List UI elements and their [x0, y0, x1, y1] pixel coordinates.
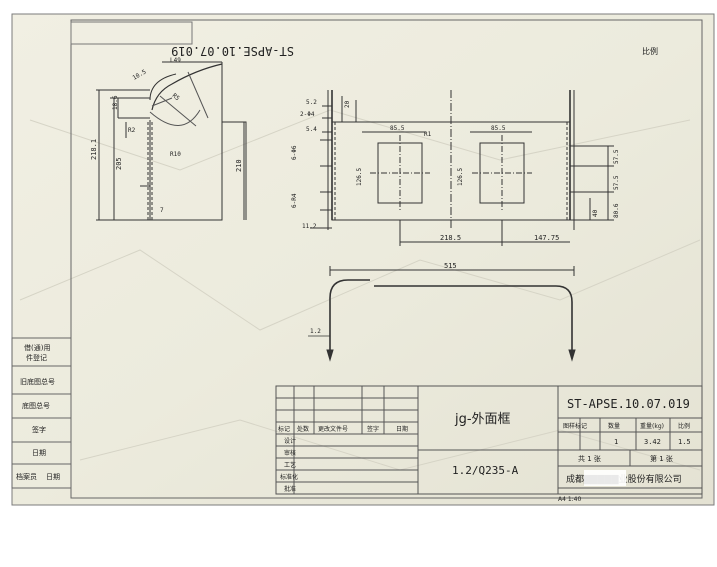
drawing-code-mirrored: ST-APSE.10.07.019 [171, 44, 294, 58]
tb-right-header-mark: 图样标记 [563, 422, 587, 430]
left-block-labels: 借(通)用 件登记 旧底图总号 底图总号 签字 日期 档案员 日期 [16, 343, 60, 481]
dim-147-75: 147.75 [534, 234, 559, 242]
tb-role-approve: 批准 [284, 485, 296, 493]
redaction-blur [584, 470, 626, 486]
tb-header-sign: 签字 [367, 425, 379, 433]
dim-2-phi4: 2-Φ4 [300, 111, 315, 118]
tb-role-review: 审核 [284, 449, 296, 457]
dim-6-r4: 6-R4 [291, 193, 298, 208]
dim-210: 210 [235, 159, 243, 172]
dim-57-5-bottom: 57.5 [613, 175, 620, 190]
left-block-label: 签字 [32, 425, 46, 434]
dim-205: 205 [115, 157, 123, 170]
drawing-frame [70, 19, 703, 499]
dim-126-5-left: 126.5 [356, 168, 363, 186]
dim-85-5-left: 85.5 [390, 125, 405, 132]
tb-value-scale: 1.5 [678, 438, 691, 446]
left-block-label: 日期 [46, 473, 60, 481]
left-block-label: 底图总号 [22, 401, 50, 410]
drawing-title: jg-外面框 [454, 412, 511, 427]
paper-background [11, 13, 715, 506]
dim-r1: R1 [424, 131, 432, 138]
tb-role-design: 设计 [284, 437, 296, 445]
dim-6-phi6: 6-Φ6 [291, 145, 298, 160]
dim-18: 18.6 [112, 95, 119, 110]
tb-header-count: 处数 [297, 425, 309, 433]
tb-right-header-scale: 比例 [678, 422, 690, 430]
left-block-label: 件登记 [26, 353, 47, 362]
dim-r2: R2 [128, 127, 136, 134]
left-block-label: 借(通)用 [24, 343, 50, 352]
code-box-top-left [70, 21, 193, 45]
dim-515: 515 [444, 262, 457, 270]
section-view [308, 266, 576, 362]
dim-80-6: 80.6 [613, 203, 620, 218]
dim-r10: R10 [170, 151, 181, 158]
front-view [310, 90, 614, 246]
footer-note: A4 1:40 [558, 496, 581, 503]
tb-sheet-total: 共 1 张 [578, 454, 601, 463]
dim-218: 218.1 [90, 139, 98, 160]
left-block-label: 旧底图总号 [20, 377, 55, 386]
dim-5-4: 5.4 [306, 126, 317, 133]
dim-85-5-right: 85.5 [491, 125, 506, 132]
left-block-label: 日期 [32, 449, 46, 457]
tb-role-standard: 标准化 [280, 473, 298, 481]
dim-1-2: 1.2 [310, 328, 321, 335]
tb-header-change: 更改文件号 [318, 425, 348, 433]
tb-header-date: 日期 [396, 425, 408, 433]
tb-sheet-number: 第 1 张 [650, 454, 673, 463]
tb-role-process: 工艺 [284, 461, 296, 469]
tb-value-weight: 3.42 [644, 438, 661, 446]
dim-l49: L49 [170, 57, 181, 64]
dim-20: 20 [344, 100, 351, 108]
left-view [96, 61, 247, 221]
front-view-dims: 5.2 2-Φ4 5.4 20 6-Φ6 6-R4 11.2 85.5 85.5… [291, 99, 620, 242]
drawing-material: 1.2/Q235-A [452, 464, 519, 477]
dim-218-5: 218.5 [440, 234, 461, 242]
title-block-grid [275, 385, 703, 495]
dim-11-2: 11.2 [302, 223, 317, 230]
dim-126-5-right: 126.5 [457, 168, 464, 186]
dim-r5: R5 [171, 92, 181, 102]
dim-57-5-top: 57.5 [613, 149, 620, 164]
corner-note: 比例 [642, 46, 658, 56]
tb-value-qty: 1 [614, 438, 618, 446]
drawing-code: ST-APSE.10.07.019 [567, 397, 690, 411]
tb-right-header-qty: 数量 [608, 422, 620, 430]
dim-7: 7 [160, 207, 164, 214]
left-block [11, 337, 72, 489]
dim-40: 40 [592, 209, 599, 217]
tb-right-header-weight: 重量(kg) [640, 422, 664, 430]
tb-header-mark: 标记 [278, 425, 290, 433]
dim-5-2: 5.2 [306, 99, 317, 106]
left-block-label: 档案员 [16, 472, 37, 481]
